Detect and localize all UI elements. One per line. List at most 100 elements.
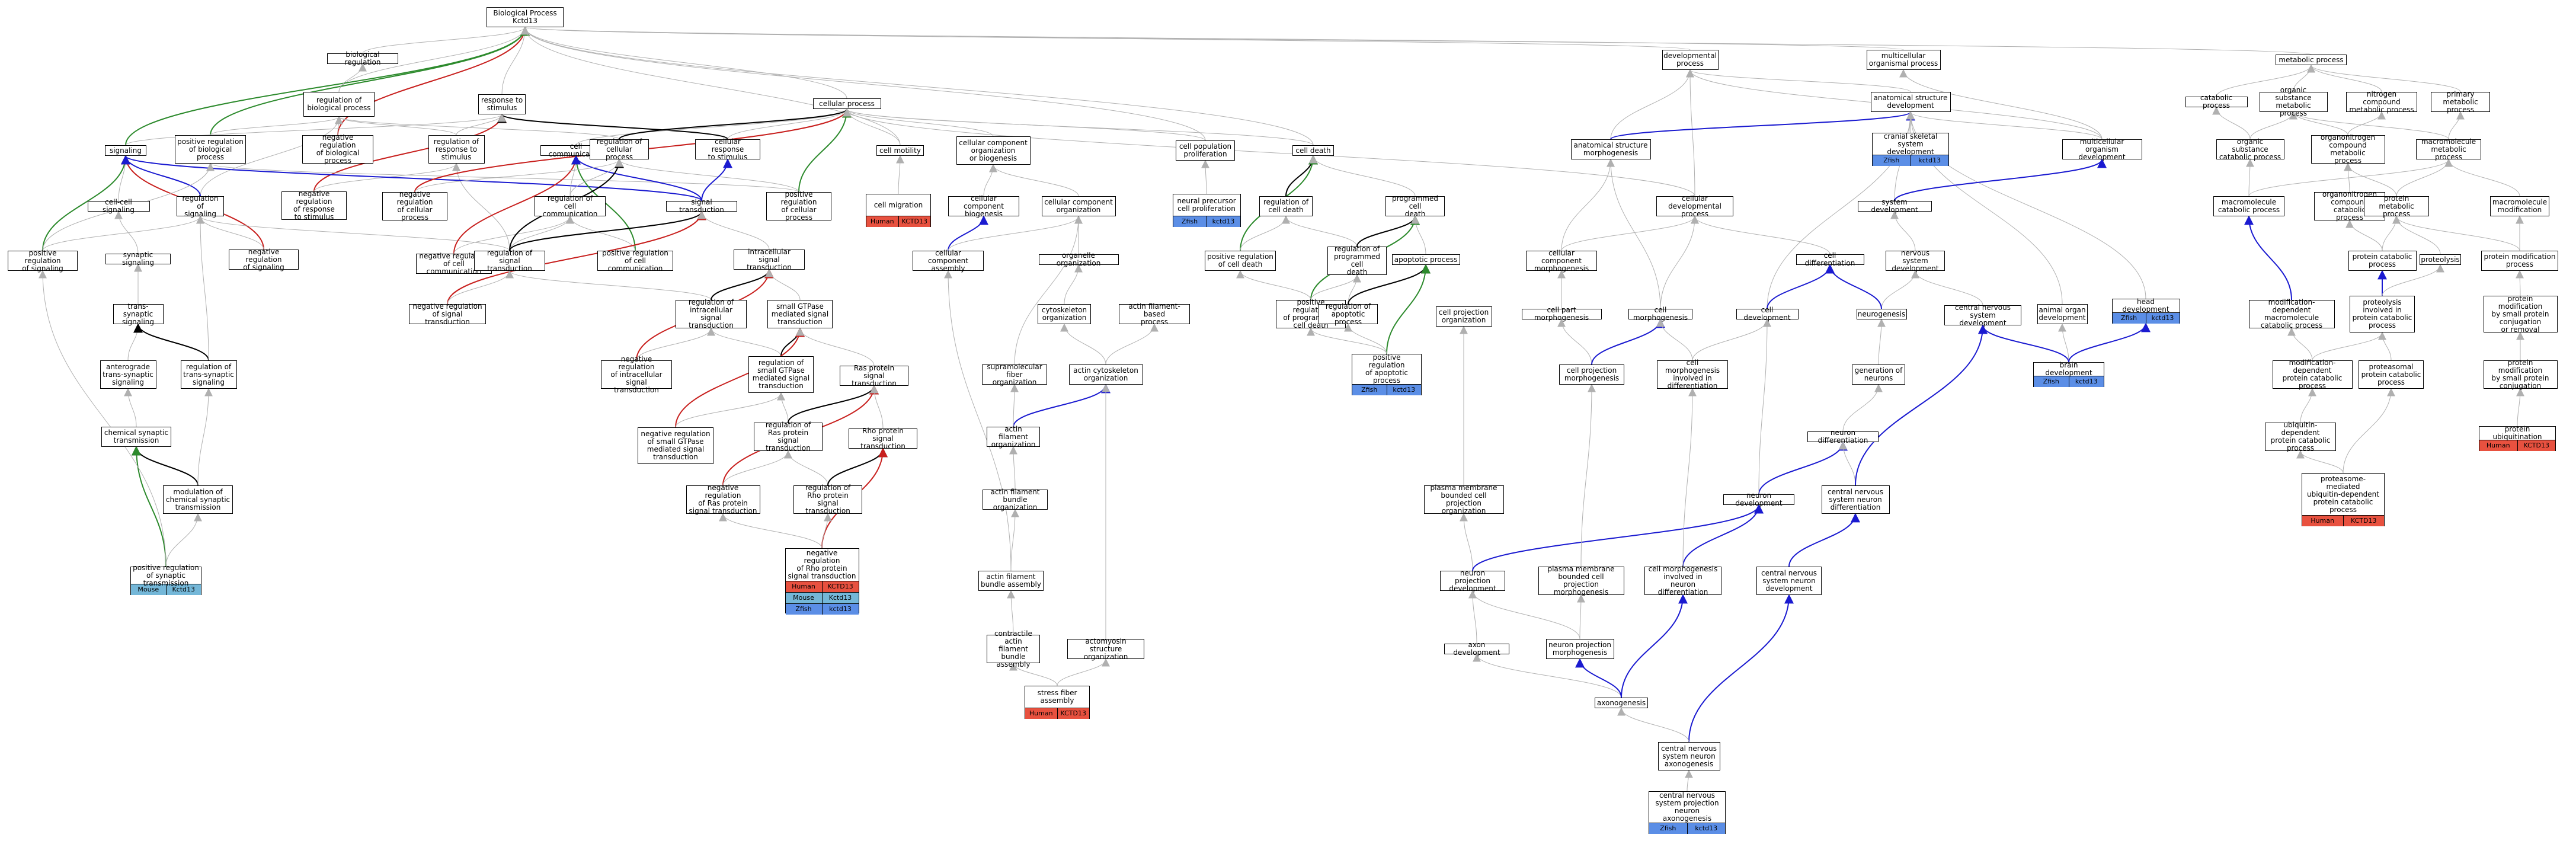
go-term-cellprojorg[interactable]: cell projection organization: [1435, 306, 1492, 327]
go-term-actinfil[interactable]: actin filament organization: [987, 425, 1040, 448]
go-term-actinbundleasm[interactable]: actin filament bundle assembly: [978, 571, 1044, 591]
go-term-bp[interactable]: Biological Process Kctd13: [487, 7, 564, 27]
go-term-actincyto[interactable]: actin cytoskeleton organization: [1068, 364, 1143, 385]
go-term-cnsaxon[interactable]: central nervous system neuron axonogenes…: [1657, 742, 1720, 770]
go-term-organelle[interactable]: organelle organization: [1038, 252, 1119, 267]
go-term-protmodconj2[interactable]: protein modification by small protein co…: [2483, 359, 2558, 390]
go-term-neurondev[interactable]: neuron development: [1723, 492, 1794, 507]
go-term-negregbp[interactable]: negative regulation of biological proces…: [302, 134, 373, 165]
go-term-ubdep[interactable]: ubiquitin-dependent protein catabolic pr…: [2265, 421, 2336, 452]
go-term-negregras[interactable]: negative regulation of Ras protein signa…: [686, 484, 760, 515]
go-term-protmod[interactable]: protein modification process: [2481, 251, 2558, 271]
go-term-orgsub[interactable]: organic substance metabolic process: [2259, 87, 2328, 117]
go-term-cnsneurondiff[interactable]: central nervous system neuron differenti…: [1821, 485, 1890, 514]
go-term-regras[interactable]: regulation of Ras protein signal transdu…: [754, 421, 823, 452]
go-term-chemsyn[interactable]: chemical synaptic transmission: [101, 427, 171, 447]
go-term-mcdev[interactable]: multicellular organism development: [2062, 137, 2142, 161]
go-term-cellpop[interactable]: cell population proliferation: [1176, 140, 1235, 161]
go-term-moddep[interactable]: modification-dependent macromolecule cat…: [2248, 299, 2335, 330]
go-term-metab[interactable]: metabolic process: [2276, 55, 2347, 65]
go-term-signaling[interactable]: signaling: [105, 145, 146, 156]
go-term-posregcellcomm[interactable]: positive regulation of cell communicatio…: [597, 249, 673, 272]
go-term-cellproc[interactable]: cellular process: [812, 98, 881, 109]
go-term-cellmorphneuron[interactable]: cell morphogenesis involved in neuron di…: [1644, 565, 1721, 596]
go-term-posregsig[interactable]: positive regulation of signaling: [8, 249, 78, 272]
go-term-neurondiff[interactable]: neuron differentiation: [1807, 429, 1879, 445]
go-term-cellmorphdiff[interactable]: cell morphogenesis involved in different…: [1657, 359, 1728, 390]
go-term-resp[interactable]: response to stimulus: [478, 94, 526, 114]
go-term-primary[interactable]: primary metabolic process: [2431, 90, 2490, 113]
go-term-proteolysis[interactable]: proteolysis: [2420, 254, 2461, 265]
go-term-protmodconj[interactable]: protein modification by small protein co…: [2483, 295, 2558, 333]
go-term-regapop[interactable]: regulation of apoptotic process: [1319, 302, 1378, 325]
go-term-apop[interactable]: apoptotic process: [1391, 254, 1460, 265]
go-term-axondev[interactable]: axon development: [1444, 641, 1509, 657]
go-term-posregcellproc[interactable]: positive regulation of cellular process: [766, 191, 831, 222]
go-term-regcellproc[interactable]: regulation of cellular process: [590, 137, 649, 161]
go-term-axonogenesis[interactable]: axonogenesis: [1595, 698, 1648, 708]
go-term-cnsprojaxon[interactable]: central nervous system projection neuron…: [1649, 791, 1726, 834]
go-term-ccasm[interactable]: cellular component assembly: [913, 249, 984, 272]
go-term-nitrogen[interactable]: nitrogen compound metabolic process: [2346, 90, 2417, 113]
go-term-proteolysiscat[interactable]: proteolysis involved in protein cataboli…: [2350, 296, 2415, 332]
go-term-regbp[interactable]: regulation of biological process: [303, 92, 375, 117]
go-term-ccorg2[interactable]: cellular component organization: [1041, 196, 1116, 216]
go-term-contractile[interactable]: contractile actin filament bundle assemb…: [987, 629, 1040, 668]
go-term-negregrho[interactable]: negative regulation of Rho protein signa…: [785, 548, 859, 615]
go-term-posregsyn[interactable]: positive regulation of synaptic transmis…: [130, 564, 201, 595]
go-term-neuronprojmorph[interactable]: neuron projection morphogenesis: [1545, 639, 1614, 659]
go-term-pcd[interactable]: programmed cell death: [1385, 194, 1445, 218]
go-term-cellprojmorph[interactable]: cell projection morphogenesis: [1559, 364, 1624, 385]
go-term-synsig[interactable]: synaptic signaling: [105, 251, 171, 267]
go-term-cellmotility[interactable]: cell motility: [876, 145, 924, 156]
go-term-negregsig[interactable]: negative regulation of signaling: [229, 248, 299, 271]
go-term-genneurons[interactable]: generation of neurons: [1852, 364, 1905, 385]
go-term-orgsubcat[interactable]: organic substance catabolic process: [2216, 137, 2284, 161]
go-term-actinbased[interactable]: actin filament-based process: [1119, 302, 1190, 325]
go-term-proteasomeub[interactable]: proteasome-mediated ubiquitin-dependent …: [2302, 473, 2385, 526]
go-term-intrasig[interactable]: intracellular signal transduction: [734, 248, 805, 271]
go-term-protcat[interactable]: protein catabolic process: [2348, 251, 2417, 271]
go-term-supramol[interactable]: supramolecular fiber organization: [982, 363, 1047, 386]
go-term-multicell[interactable]: multicellular organismal process: [1866, 50, 1941, 70]
go-term-rho[interactable]: Rho protein signal transduction: [849, 427, 917, 450]
go-term-sigtrans[interactable]: signal transduction: [666, 199, 737, 214]
go-term-macromod[interactable]: macromolecule modification: [2490, 196, 2549, 216]
go-term-regsigtrans[interactable]: regulation of signal transduction: [474, 249, 545, 272]
go-term-antero[interactable]: anterograde trans-synaptic signaling: [100, 360, 156, 389]
go-term-negregresp[interactable]: negative regulation of response to stimu…: [281, 190, 347, 221]
go-term-ccmorph[interactable]: cellular component morphogenesis: [1526, 249, 1597, 272]
go-term-cnsneurondev[interactable]: central nervous system neuron developmen…: [1756, 567, 1822, 595]
go-term-negregsigtrans[interactable]: negative regulation of signal transducti…: [409, 302, 486, 325]
go-term-nsdev[interactable]: nervous system development: [1886, 249, 1945, 272]
go-term-animalorgan[interactable]: animal organ development: [2037, 304, 2088, 324]
go-term-posregapop[interactable]: positive regulation of apoptotic process…: [1352, 354, 1422, 395]
go-term-negregintrasig[interactable]: negative regulation of intracellular sig…: [601, 355, 672, 394]
go-term-regresp[interactable]: regulation of response to stimulus: [428, 135, 485, 164]
go-term-cellmorph[interactable]: cell morphogenesis: [1628, 306, 1692, 322]
go-term-celldeath[interactable]: cell death: [1292, 145, 1334, 156]
go-term-cellcell[interactable]: cell-cell signaling: [87, 199, 150, 214]
go-term-regcellcomm[interactable]: regulation of cell communication: [535, 194, 606, 218]
go-term-ras[interactable]: Ras protein signal transduction: [840, 364, 908, 387]
go-term-anatmorph[interactable]: anatomical structure morphogenesis: [1570, 139, 1651, 159]
go-term-celldiff[interactable]: cell differentiation: [1796, 252, 1864, 267]
go-term-regpcd[interactable]: regulation of programmed cell death: [1327, 245, 1387, 276]
go-term-proteasomal[interactable]: proteasomal protein catabolic process: [2359, 360, 2424, 389]
go-term-cytoskel[interactable]: cytoskeleton organization: [1038, 304, 1091, 324]
go-term-regsig[interactable]: regulation of signaling: [177, 194, 224, 218]
go-term-regtranssyn[interactable]: regulation of trans-synaptic signaling: [180, 360, 237, 389]
go-term-neurogenesis[interactable]: neurogenesis: [1856, 309, 1907, 319]
go-term-transsyn[interactable]: trans-synaptic signaling: [113, 302, 164, 325]
go-term-ccorg[interactable]: cellular component organization or bioge…: [956, 136, 1031, 165]
go-term-regintrasig[interactable]: regulation of intracellular signal trans…: [676, 299, 747, 330]
go-term-regrho[interactable]: regulation of Rho protein signal transdu…: [793, 484, 862, 515]
go-term-macrocat[interactable]: macromolecule catabolic process: [2213, 196, 2284, 216]
go-term-catab[interactable]: catabolic process: [2185, 94, 2248, 110]
